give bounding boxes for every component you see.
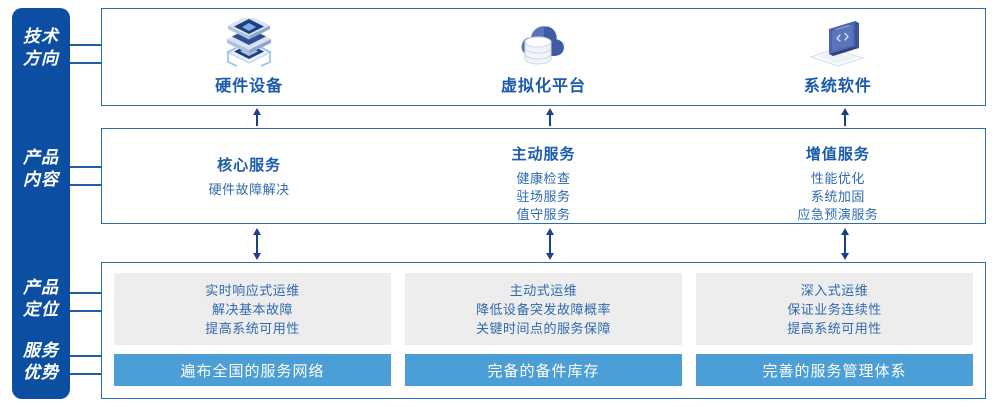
positioning-card-proactive: 主动式运维 降低设备突发故障概率 关键时间点的服务保障	[405, 273, 682, 345]
section-positioning-advantage: 实时响应式运维 解决基本故障 提高系统可用性 遍布全国的服务网络 主动式运维 降…	[101, 262, 986, 399]
content-item: 应急预演服务	[797, 207, 879, 222]
arrow-up-down-value-added	[838, 228, 852, 260]
tech-title-virtualization: 虚拟化平台	[500, 78, 586, 95]
bottom-column-realtime[interactable]: 实时响应式运维 解决基本故障 提高系统可用性 遍布全国的服务网络	[114, 273, 391, 388]
arrow-up-virtualization	[543, 108, 557, 126]
positioning-card-realtime: 实时响应式运维 解决基本故障 提高系统可用性	[114, 273, 391, 345]
server-stack-icon	[214, 18, 284, 70]
content-item: 值守服务	[516, 207, 571, 222]
laptop-code-icon	[803, 18, 873, 70]
positioning-line: 解决基本故障	[211, 301, 293, 317]
tech-column-virtualization[interactable]: 虚拟化平台	[396, 9, 690, 105]
tech-title-hardware: 硬件设备	[215, 78, 284, 95]
positioning-line: 实时响应式运维	[205, 282, 300, 298]
connector-service-advantage-top	[70, 355, 103, 357]
positioning-line: 保证业务连续性	[787, 301, 882, 317]
positioning-card-deep: 深入式运维 保证业务连续性 提高系统可用性	[696, 273, 973, 345]
connector-service-advantage-bottom	[70, 373, 103, 375]
positioning-line: 提高系统可用性	[787, 320, 882, 336]
content-column-core-service[interactable]: 核心服务 硬件故障解决	[102, 129, 396, 223]
positioning-line: 降低设备突发故障概率	[475, 301, 611, 317]
arrow-up-system-software	[838, 108, 852, 126]
left-rail	[12, 8, 70, 399]
section-tech-direction: 硬件设备 虚拟化平台	[101, 8, 986, 106]
content-item: 系统加固	[810, 189, 865, 204]
content-item: 健康检查	[516, 171, 571, 186]
arrow-up-down-proactive	[543, 228, 557, 260]
content-item: 硬件故障解决	[208, 181, 290, 197]
tech-title-system-software: 系统软件	[803, 78, 872, 95]
cloud-database-icon	[508, 18, 578, 70]
section-product-content: 核心服务 硬件故障解决 主动服务 健康检查 驻场服务 值守服务 增值服务 性能优…	[101, 128, 986, 224]
connector-product-content-top	[70, 166, 103, 168]
arrow-up-hardware	[250, 108, 264, 126]
rail-label-product-positioning: 产品 定位	[23, 278, 59, 319]
advantage-bar-service-network[interactable]: 遍布全国的服务网络	[114, 354, 391, 386]
connector-tech-direction-bottom	[70, 62, 103, 64]
positioning-line: 关键时间点的服务保障	[475, 320, 611, 336]
arrow-up-down-core	[250, 228, 264, 260]
bottom-column-proactive[interactable]: 主动式运维 降低设备突发故障概率 关键时间点的服务保障 完备的备件库存	[405, 273, 682, 388]
tech-column-hardware[interactable]: 硬件设备	[102, 9, 396, 105]
content-column-proactive-service[interactable]: 主动服务 健康检查 驻场服务 值守服务	[396, 129, 690, 223]
rail-label-service-advantage: 服务 优势	[23, 341, 59, 382]
bottom-column-deep[interactable]: 深入式运维 保证业务连续性 提高系统可用性 完善的服务管理体系	[696, 273, 973, 388]
content-title-proactive-service: 主动服务	[511, 146, 576, 163]
positioning-line: 主动式运维	[509, 282, 578, 298]
connector-product-positioning-top	[70, 292, 103, 294]
content-title-core-service: 核心服务	[217, 156, 282, 174]
content-item: 性能优化	[810, 171, 865, 186]
advantage-bar-spare-parts[interactable]: 完备的备件库存	[405, 354, 682, 386]
advantage-bar-management-system[interactable]: 完善的服务管理体系	[696, 354, 973, 386]
connector-tech-direction-top	[70, 44, 103, 46]
positioning-line: 提高系统可用性	[205, 320, 300, 336]
content-item: 驻场服务	[516, 189, 571, 204]
content-column-value-added-service[interactable]: 增值服务 性能优化 系统加固 应急预演服务	[691, 129, 985, 223]
tech-column-system-software[interactable]: 系统软件	[691, 9, 985, 105]
rail-label-product-content: 产品 内容	[23, 148, 59, 189]
positioning-line: 深入式运维	[800, 282, 869, 298]
connector-product-positioning-bottom	[70, 310, 103, 312]
connector-product-content-bottom	[70, 184, 103, 186]
content-title-value-added-service: 增值服务	[805, 146, 870, 163]
rail-label-tech-direction: 技术 方向	[23, 27, 59, 68]
